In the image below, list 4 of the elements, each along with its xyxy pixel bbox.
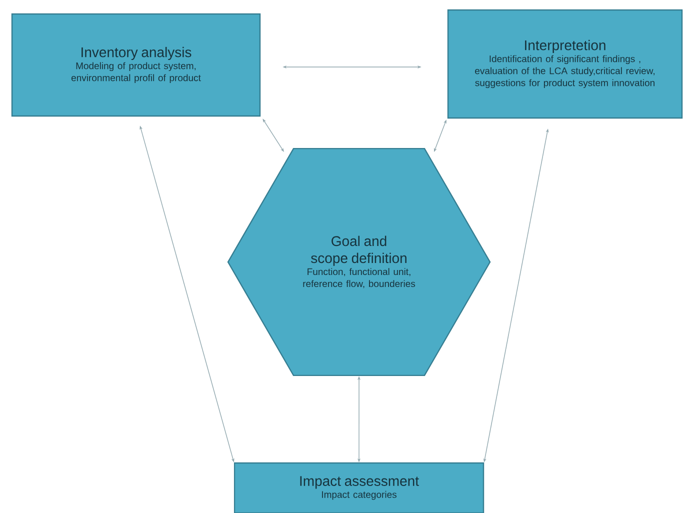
process-box: Interpretetion Identification of significant findings , evaluation of the LCA study,critical review, suggestions for product system innovation xyxy=(447,9,683,119)
process-box: Impact assessment Impact categories xyxy=(234,462,484,513)
hexagon: Goal and scope definition Function, functional unit, reference flow, bounderies xyxy=(227,148,491,376)
process-box: Inventory analysis Modeling of product system, environmental profil of product xyxy=(11,13,261,117)
